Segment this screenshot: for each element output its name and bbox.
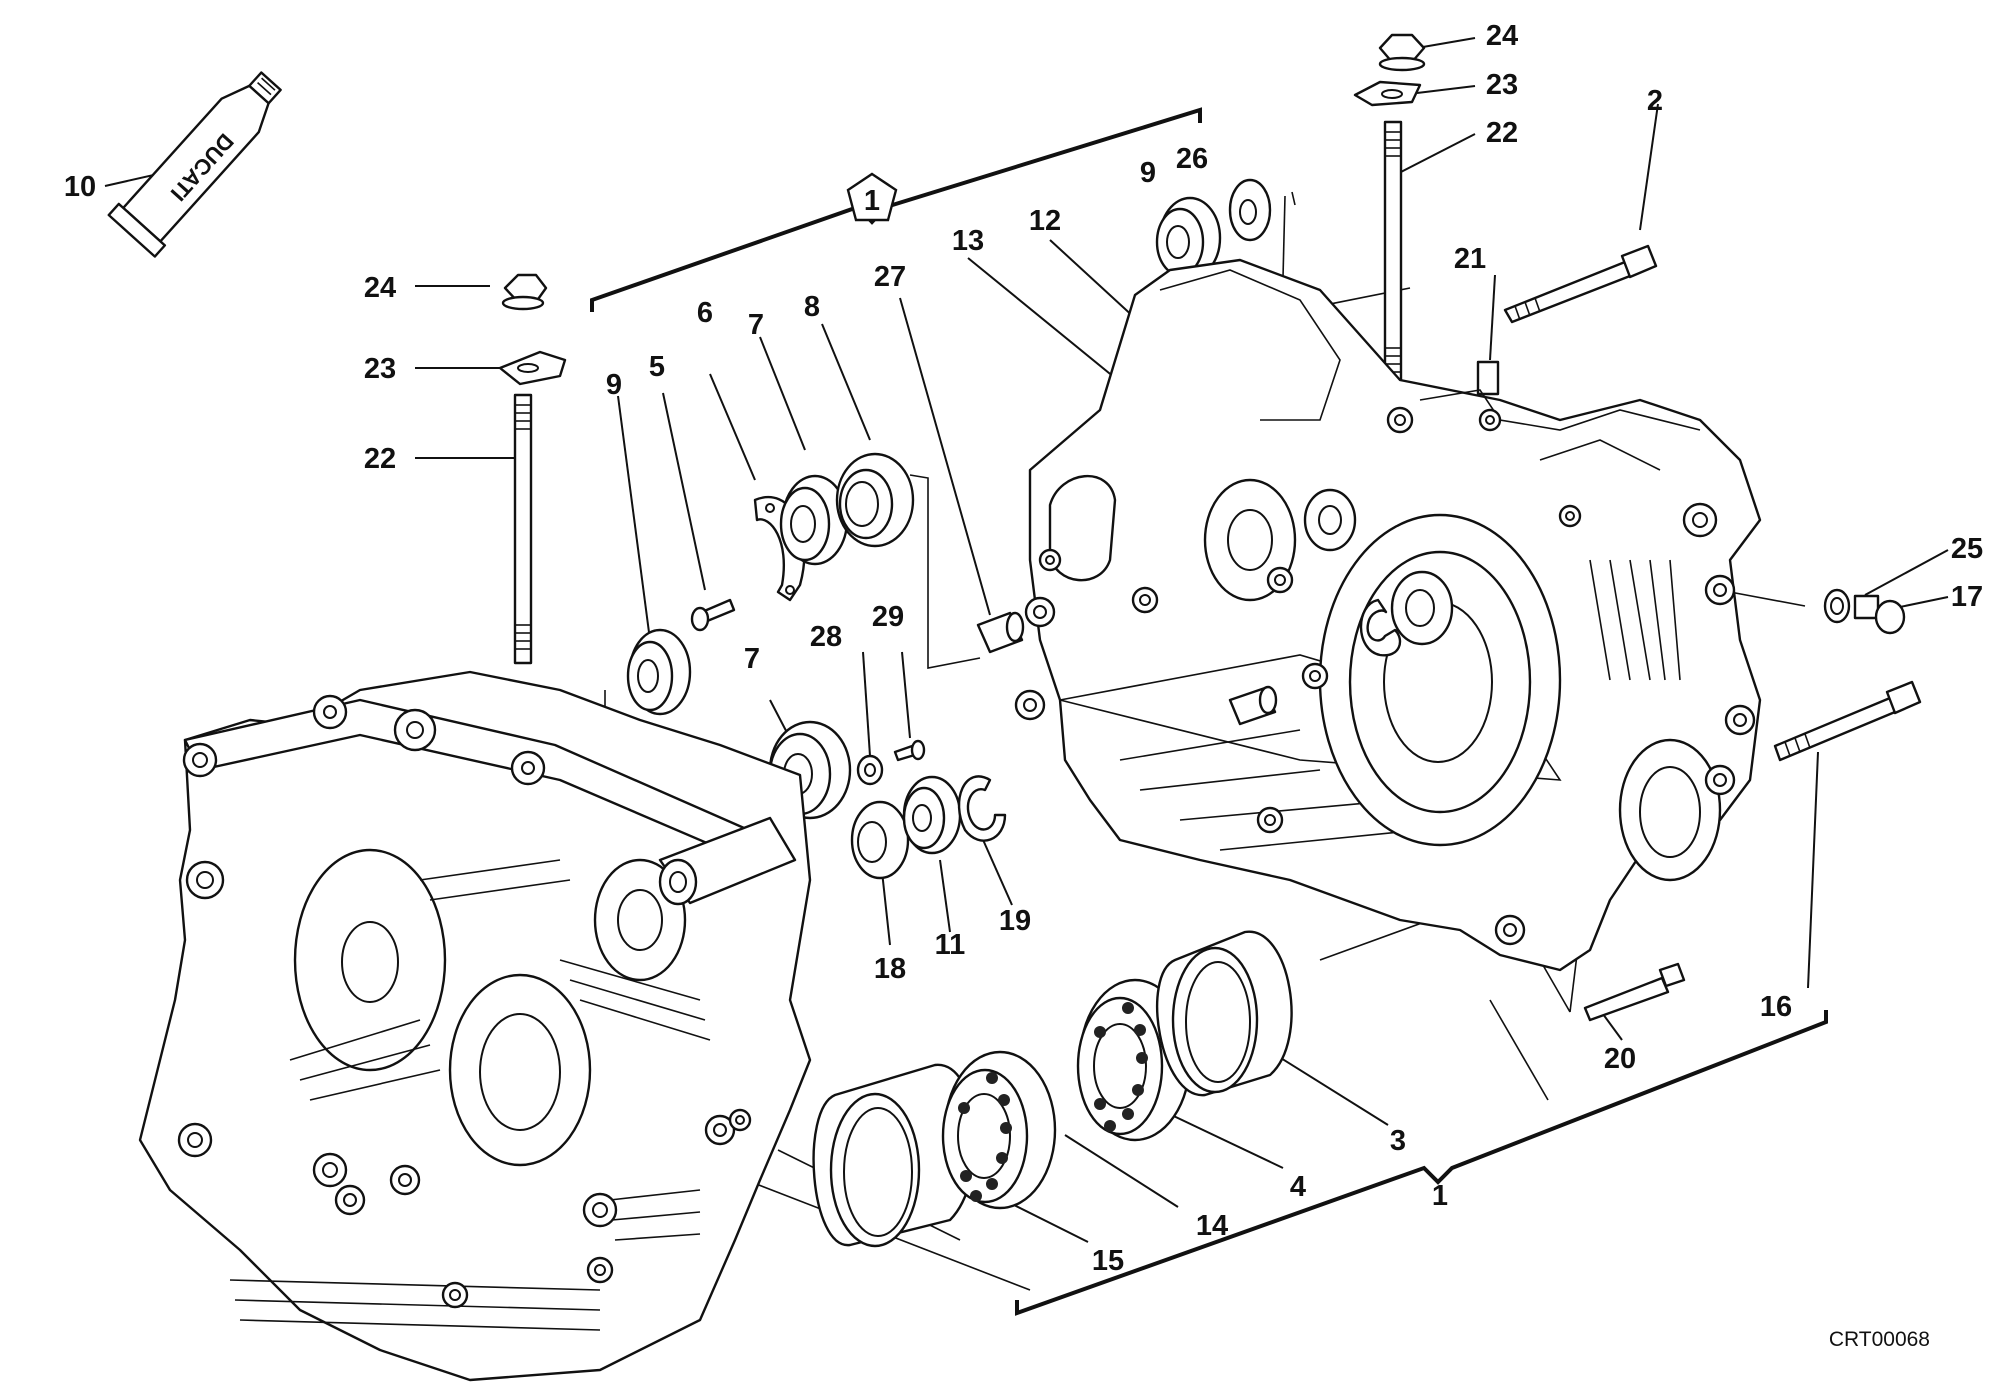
callout-c7a: 7 — [748, 309, 764, 341]
callout-c27: 27 — [874, 261, 906, 293]
callout-c9a: 9 — [606, 369, 622, 401]
callout-c16: 16 — [1760, 991, 1792, 1023]
callout-c12: 12 — [1029, 205, 1061, 237]
bearing-9-right — [1155, 196, 1222, 280]
callout-c17: 17 — [1951, 581, 1983, 613]
right-stud-assembly — [1353, 33, 1426, 386]
callout-c22a: 22 — [364, 443, 396, 475]
sealant-tube-icon: DUCATI — [107, 71, 282, 258]
seal-18 — [850, 800, 910, 880]
group-marker: 1 — [846, 172, 898, 222]
callout-c5: 5 — [649, 351, 665, 383]
screw-16 — [1773, 680, 1922, 762]
bearing-11 — [902, 775, 962, 855]
screw-5 — [690, 598, 736, 632]
callout-c13: 13 — [952, 225, 984, 257]
callout-c19: 19 — [999, 905, 1031, 937]
callout-c7b: 7 — [744, 643, 760, 675]
callout-c18: 18 — [874, 953, 906, 985]
callout-c29: 29 — [872, 601, 904, 633]
callout-c26: 26 — [1176, 143, 1208, 175]
washer-26 — [1228, 178, 1272, 242]
bushing-27 — [976, 611, 1025, 654]
callout-c9b: 9 — [1140, 157, 1156, 189]
bearing-14 — [941, 1050, 1057, 1210]
callout-c8: 8 — [804, 291, 820, 323]
group-marker-label: 1 — [864, 185, 880, 217]
callout-c21: 21 — [1454, 243, 1486, 275]
plug-17 — [1823, 588, 1906, 635]
callout-c20: 20 — [1604, 1043, 1636, 1075]
callout-c1: 1 — [1432, 1180, 1448, 1212]
bearing-9-left — [626, 628, 692, 716]
callout-c24a: 24 — [364, 272, 396, 304]
circlip-19 — [957, 775, 1007, 842]
left-stud-assembly — [498, 273, 567, 665]
washer-28 — [856, 754, 884, 786]
callout-c10: 10 — [64, 171, 96, 203]
callout-c28: 28 — [810, 621, 842, 653]
callout-c14: 14 — [1196, 1210, 1228, 1242]
callout-c6: 6 — [697, 297, 713, 329]
diagram-reference-code: CRT00068 — [1829, 1328, 1930, 1351]
callout-c15: 15 — [1092, 1245, 1124, 1277]
dowel-pin-21 — [1476, 360, 1500, 396]
callout-c25: 25 — [1951, 533, 1983, 565]
screw-29 — [893, 739, 926, 762]
callout-c23b: 23 — [1486, 69, 1518, 101]
callout-c22b: 22 — [1486, 117, 1518, 149]
seal-8 — [835, 452, 915, 548]
callout-c3: 3 — [1390, 1125, 1406, 1157]
callout-c24b: 24 — [1486, 20, 1518, 52]
callout-c11: 11 — [935, 929, 966, 961]
crankcase-left-half — [138, 670, 812, 1382]
group-bracket-upper — [590, 107, 1202, 312]
crankcase-right-half — [1014, 258, 1762, 972]
race-3 — [1156, 930, 1293, 1097]
group-bracket-lower — [1015, 1010, 1828, 1316]
race-15 — [812, 1063, 977, 1248]
callout-c23a: 23 — [364, 353, 396, 385]
callout-c2: 2 — [1647, 85, 1663, 117]
screw-20 — [1583, 962, 1686, 1022]
screw-2 — [1503, 244, 1658, 324]
bearing-7-upper — [779, 474, 849, 566]
callout-c4: 4 — [1290, 1171, 1306, 1203]
